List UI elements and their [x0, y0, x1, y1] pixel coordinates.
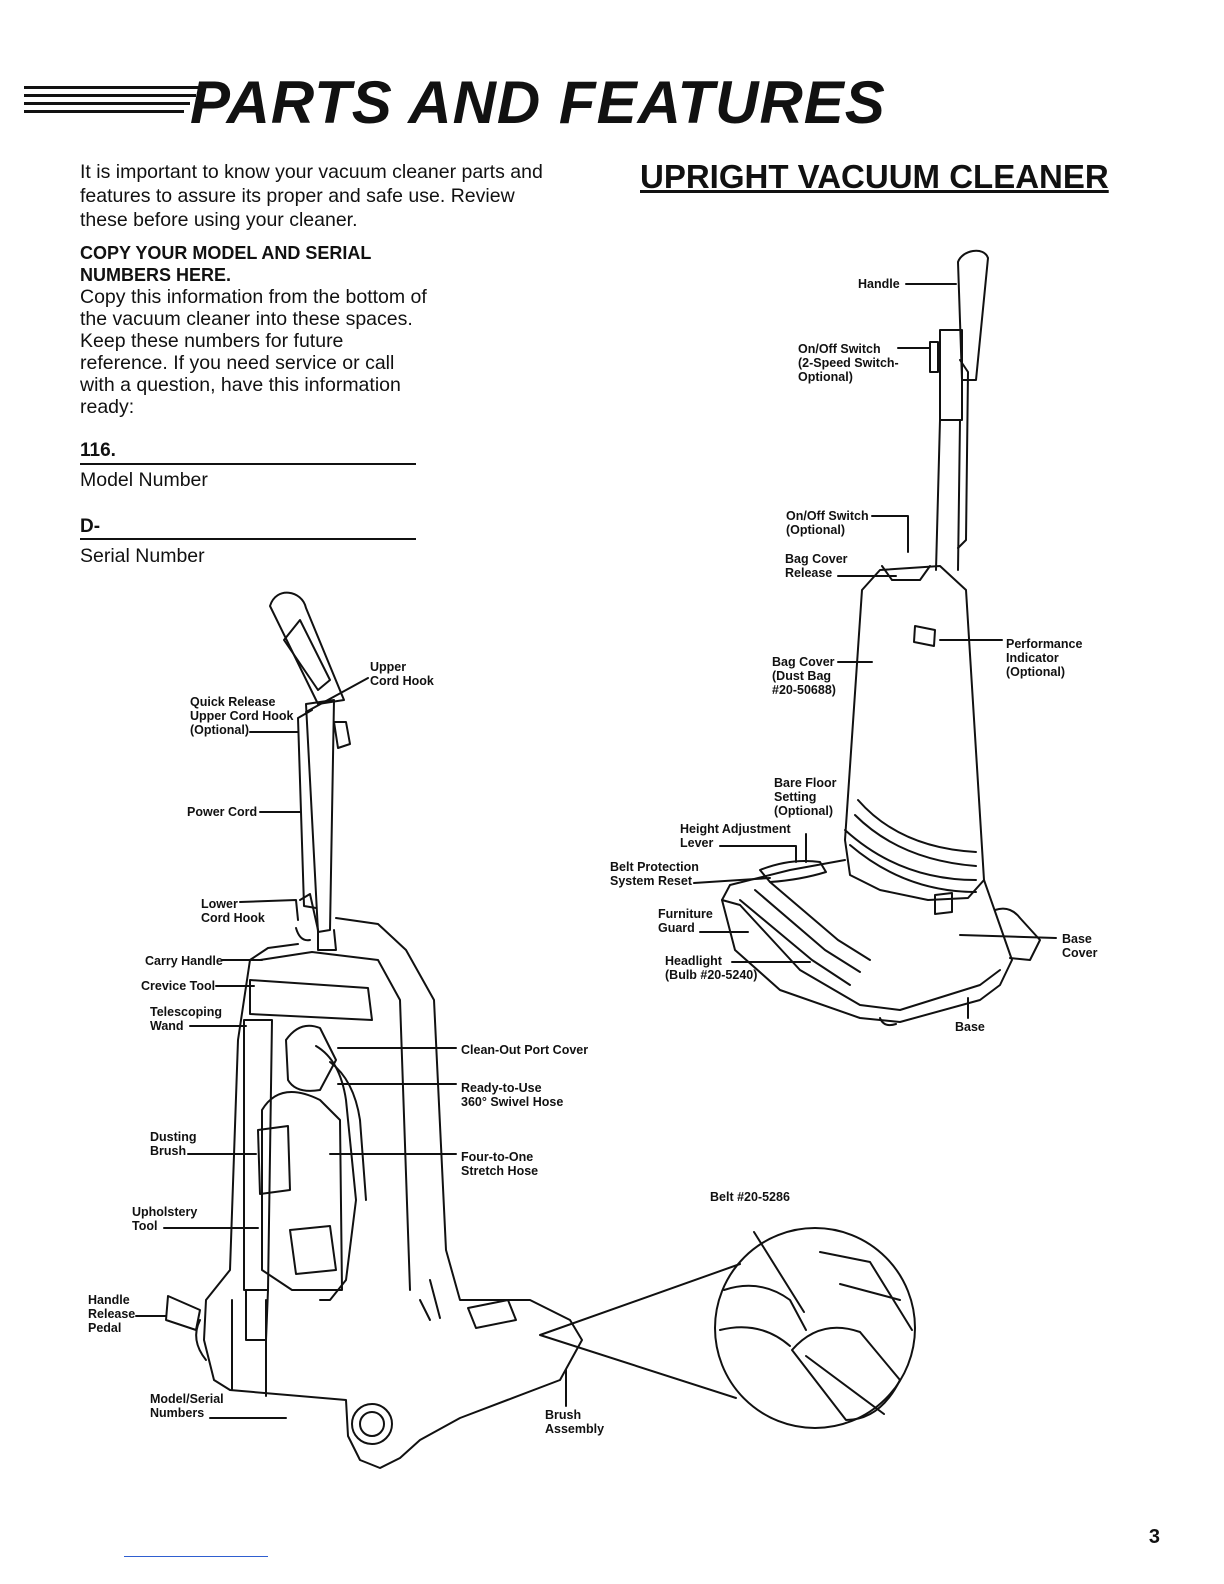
intro-text: It is important to know your vacuum clea… — [80, 161, 543, 231]
page-number: 3 — [1148, 1526, 1160, 1548]
label-handle: Handle — [858, 277, 900, 291]
label-dusting-brush: Dusting Brush — [150, 1130, 197, 1158]
label-brush-assembly: Brush Assembly — [545, 1408, 605, 1436]
model-prefix: 116. — [80, 440, 116, 461]
label-model-serial-numbers: Model/Serial Numbers — [150, 1392, 224, 1420]
label-lower-cord-hook: Lower Cord Hook — [201, 897, 265, 925]
label-crevice-tool: Crevice Tool — [141, 979, 216, 993]
model-number-label: Model Number — [80, 469, 208, 491]
label-upper-cord-hook: Upper Cord Hook — [370, 660, 434, 688]
label-handle-release-pedal: Handle Release Pedal — [88, 1293, 136, 1335]
title-rule-lines — [24, 86, 204, 116]
rear-view-vacuum-illustration — [135, 591, 583, 1469]
label-bag-cover: Bag Cover (Dust Bag #20-50688) — [772, 655, 836, 697]
serial-number-label: Serial Number — [80, 545, 205, 567]
label-belt-protection-reset: Belt Protection System Reset — [610, 860, 699, 888]
label-base: Base — [955, 1020, 985, 1034]
label-clean-out-port-cover: Clean-Out Port Cover — [461, 1043, 589, 1057]
label-bare-floor-setting: Bare Floor Setting (Optional) — [774, 776, 837, 818]
model-number-line — [80, 463, 416, 465]
label-height-adjustment-lever: Height Adjustment Lever — [680, 822, 791, 850]
serial-number-line — [80, 538, 416, 540]
label-onoff-switch: On/Off Switch (Optional) — [786, 509, 869, 537]
label-belt: Belt #20-5286 — [710, 1190, 790, 1204]
label-performance-indicator: Performance Indicator (Optional) — [1006, 637, 1083, 679]
label-furniture-guard: Furniture Guard — [658, 907, 713, 935]
page-title: PARTS AND FEATURES — [190, 69, 886, 136]
upright-vacuum-heading: UPRIGHT VACUUM CLEANER — [640, 158, 1109, 195]
model-serial-heading: COPY YOUR MODEL AND SERIAL NUMBERS HERE. — [80, 243, 372, 285]
label-bag-cover-release: Bag Cover Release — [785, 552, 848, 580]
label-power-cord: Power Cord — [187, 805, 258, 819]
label-upholstery-tool: Upholstery Tool — [132, 1205, 198, 1233]
label-swivel-hose: Ready-to-Use 360° Swivel Hose — [461, 1081, 564, 1109]
model-serial-instructions: Copy this information from the bottom of… — [80, 286, 427, 418]
serial-prefix: D- — [80, 516, 101, 537]
label-stretch-hose: Four-to-One Stretch Hose — [461, 1150, 539, 1178]
label-quick-release-hook: Quick Release Upper Cord Hook (Optional) — [190, 695, 294, 737]
label-telescoping-wand: Telescoping Wand — [150, 1005, 223, 1033]
label-onoff-switch-top: On/Off Switch (2-Speed Switch- Optional) — [798, 342, 899, 384]
label-carry-handle: Carry Handle — [145, 954, 223, 968]
label-headlight: Headlight (Bulb #20-5240) — [665, 954, 758, 982]
upright-vacuum-illustration — [539, 249, 1057, 1429]
label-base-cover: Base Cover — [1062, 932, 1098, 960]
footer-rule — [124, 1556, 268, 1557]
